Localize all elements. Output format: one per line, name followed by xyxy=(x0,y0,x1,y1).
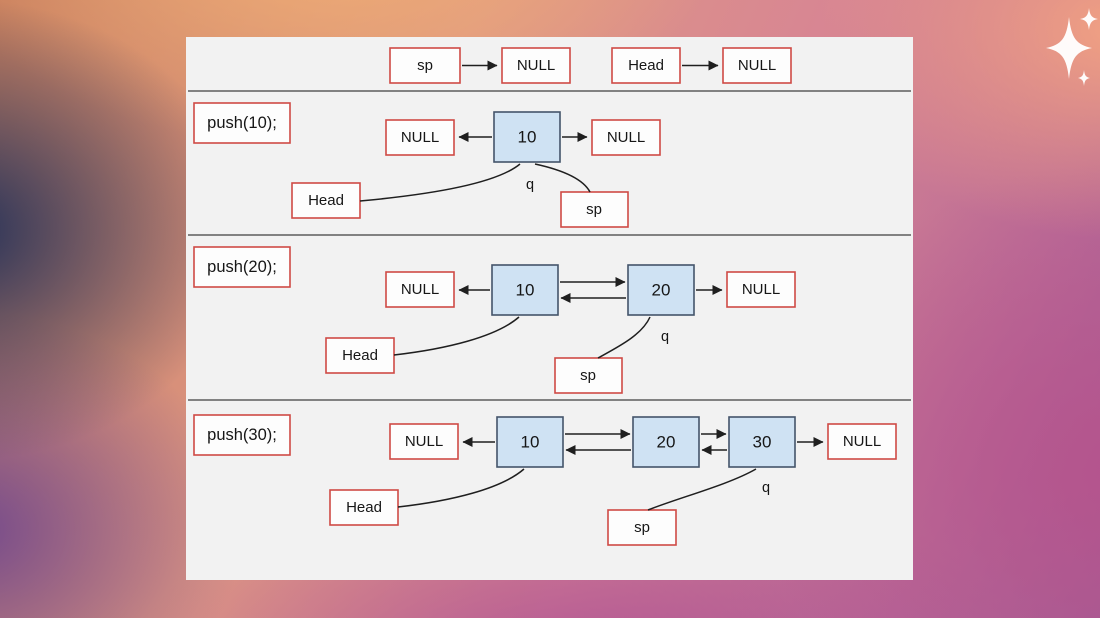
node-10-value: 10 xyxy=(516,281,535,300)
section-push-30: push(30); NULL 10 20 30 NULL q Head sp xyxy=(193,414,897,546)
sp-to-node-curve xyxy=(534,163,591,193)
operation-label: push(20); xyxy=(207,258,277,276)
sp-to-node-curve xyxy=(597,316,651,359)
node-20-value: 20 xyxy=(657,433,676,452)
head-to-node-curve xyxy=(397,468,525,508)
sp-pointer-label: sp xyxy=(586,201,602,218)
next-null-label: NULL xyxy=(843,433,881,450)
prev-null-box xyxy=(389,423,459,460)
sparkle-large-icon xyxy=(1046,17,1092,79)
section-push-10: push(10); NULL 10 NULL q Head sp xyxy=(193,102,661,228)
sp-null-label: NULL xyxy=(517,57,555,74)
prev-null-box xyxy=(385,119,455,156)
next-null-box xyxy=(591,119,661,156)
node-20-value: 20 xyxy=(652,281,671,300)
next-null-box xyxy=(827,423,897,460)
node-30-box xyxy=(728,416,796,468)
head-to-node-curve xyxy=(393,316,520,356)
operation-box xyxy=(193,414,291,456)
head-null-box xyxy=(722,47,792,84)
prev-null-label: NULL xyxy=(401,129,439,146)
sp-pointer-box xyxy=(607,509,677,546)
operation-box xyxy=(193,246,291,288)
sp-pointer-label: sp xyxy=(634,519,650,536)
sp-pointer-box xyxy=(389,47,461,84)
slide-canvas: sp NULL Head NULL push(10); NULL 10 NULL… xyxy=(186,37,913,580)
head-null-label: NULL xyxy=(738,57,776,74)
node-20-box xyxy=(632,416,700,468)
node-10-value: 10 xyxy=(518,128,537,147)
head-to-node-curve xyxy=(359,163,521,202)
head-pointer-box xyxy=(325,337,395,374)
sp-to-node-curve xyxy=(647,468,757,511)
node-10-box xyxy=(493,111,561,163)
sp-null-box xyxy=(501,47,571,84)
node-20-box xyxy=(627,264,695,316)
next-null-box xyxy=(726,271,796,308)
sparkle-decoration xyxy=(1046,8,1098,86)
node-10-box xyxy=(491,264,559,316)
head-pointer-box xyxy=(329,489,399,526)
head-pointer-label: Head xyxy=(628,57,664,74)
node-10-box xyxy=(496,416,564,468)
prev-null-label: NULL xyxy=(405,433,443,450)
node-30-value: 30 xyxy=(753,433,772,452)
q-variable-label: q xyxy=(526,177,534,193)
prev-null-box xyxy=(385,271,455,308)
sp-pointer-box xyxy=(560,191,629,228)
sparkle-small-icon xyxy=(1080,8,1098,30)
operation-label: push(30); xyxy=(207,426,277,444)
q-variable-label: q xyxy=(661,329,669,345)
head-pointer-label: Head xyxy=(342,347,378,364)
head-pointer-label: Head xyxy=(346,499,382,516)
operation-label: push(10); xyxy=(207,114,277,132)
next-null-label: NULL xyxy=(607,129,645,146)
sp-pointer-box xyxy=(554,357,623,394)
sp-pointer-label: sp xyxy=(417,57,433,74)
prev-null-label: NULL xyxy=(401,281,439,298)
head-pointer-box xyxy=(291,182,361,219)
linked-list-diagram: sp NULL Head NULL push(10); NULL 10 NULL… xyxy=(188,47,911,546)
operation-box xyxy=(193,102,291,144)
next-null-label: NULL xyxy=(742,281,780,298)
sp-pointer-label: sp xyxy=(580,367,596,384)
q-variable-label: q xyxy=(762,480,770,496)
sparkle-tiny-icon xyxy=(1078,70,1090,86)
initial-pointers-row: sp NULL Head NULL xyxy=(389,47,792,84)
head-pointer-label: Head xyxy=(308,192,344,209)
node-10-value: 10 xyxy=(521,433,540,452)
head-pointer-box xyxy=(611,47,681,84)
section-push-20: push(20); NULL 10 20 NULL q Head sp xyxy=(193,246,796,394)
